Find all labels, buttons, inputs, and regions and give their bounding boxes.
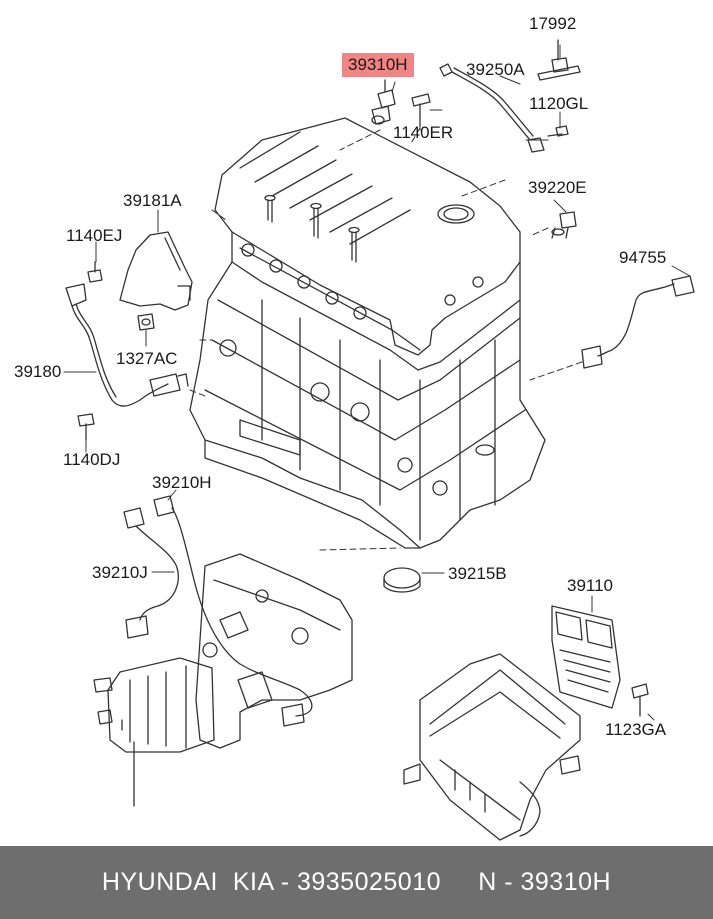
sensor-39220E xyxy=(551,211,577,239)
bolt-1140DJ xyxy=(77,413,95,441)
cover-39181A xyxy=(119,231,193,311)
bolt-1140ER xyxy=(411,93,431,127)
part-label-1123GA: 1123GA xyxy=(605,720,667,739)
part-label-94755: 94755 xyxy=(619,248,667,267)
part-label-39180: 39180 xyxy=(14,362,62,381)
bolt-1120GL xyxy=(547,125,569,137)
bolt-1123GA xyxy=(631,683,649,717)
parts-diagram: 17992 39310H 39250A 1120GL 1140ER 39220E… xyxy=(14,14,695,841)
part-label-1140DJ: 1140DJ xyxy=(63,450,121,469)
bolt-1140EJ xyxy=(87,261,103,283)
part-label-17992: 17992 xyxy=(529,14,577,33)
part-label-39210J: 39210J xyxy=(92,563,148,582)
exhaust-manifold xyxy=(195,553,353,749)
clip-17992 xyxy=(537,39,581,81)
part-label-39250A: 39250A xyxy=(466,60,525,79)
harness-39180 xyxy=(65,283,189,407)
oxygen-sensor-39210J xyxy=(123,507,179,639)
air-cleaner xyxy=(403,653,581,841)
part-label-39181A: 39181A xyxy=(123,191,182,210)
harness-39250A xyxy=(439,63,545,153)
part-number-text: HYUNDAI KIA - 3935025010 N - 39310H xyxy=(101,868,612,896)
plug-39215B xyxy=(383,567,421,593)
ecu-39110 xyxy=(551,605,621,709)
part-label-1327AC: 1327AC xyxy=(116,349,178,368)
camshaft-position-sensor-39310H xyxy=(371,79,396,125)
part-label-39215B: 39215B xyxy=(448,564,507,583)
part-label-1140ER: 1140ER xyxy=(393,123,454,142)
part-label-1140EJ: 1140EJ xyxy=(66,226,123,245)
part-number-banner: HYUNDAI KIA - 3935025010 N - 39310H xyxy=(0,846,713,919)
part-label-1120GL: 1120GL xyxy=(529,94,589,113)
leader-lines xyxy=(63,44,691,721)
part-label-39220E: 39220E xyxy=(528,178,587,197)
sensor-94755 xyxy=(581,275,695,369)
engine-parts-drawing xyxy=(63,39,695,841)
nut-1327AC xyxy=(137,313,155,331)
engine-block xyxy=(189,117,546,549)
part-label-39210H: 39210H xyxy=(152,473,212,492)
catalytic-converter xyxy=(93,657,215,807)
oxygen-sensor-39210H xyxy=(153,495,313,727)
part-label-39110: 39110 xyxy=(567,576,614,595)
part-label-39310H-highlighted: 39310H xyxy=(342,53,414,77)
